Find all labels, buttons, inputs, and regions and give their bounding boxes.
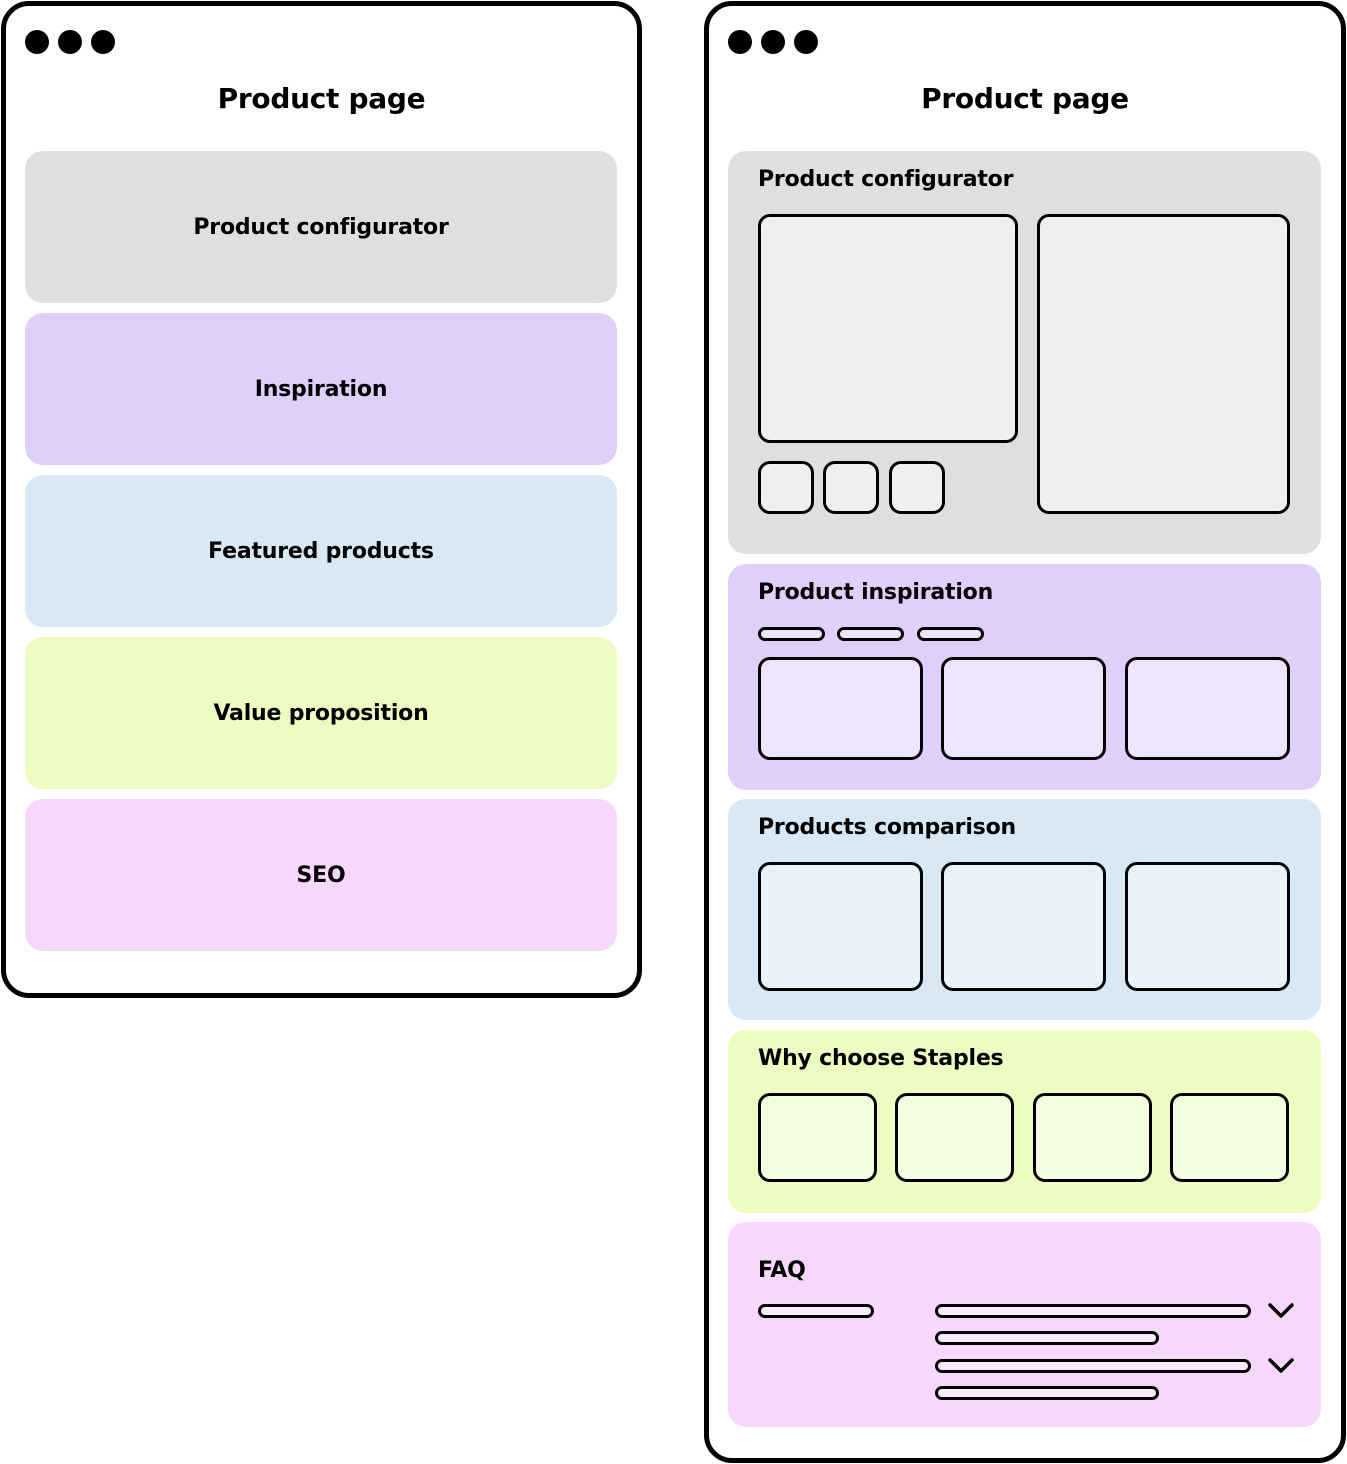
section-label: Featured products: [208, 538, 434, 564]
section-title: Products comparison: [758, 815, 1016, 840]
value-card-placeholder: [1033, 1093, 1152, 1182]
section-product-inspiration: Product inspiration: [728, 564, 1321, 790]
section-featured-products: Featured products: [25, 475, 617, 627]
section-product-configurator: Product configurator: [25, 151, 617, 303]
window-control-dot-icon: [728, 30, 752, 54]
comparison-card-placeholder: [1125, 862, 1290, 991]
window-control-dot-icon: [91, 30, 115, 54]
section-label: Inspiration: [254, 376, 388, 402]
window-control-dot-icon: [794, 30, 818, 54]
section-label: Value proposition: [213, 700, 429, 726]
comparison-card-placeholder: [758, 862, 923, 991]
thumbnail-placeholder: [889, 461, 945, 514]
section-why-choose-staples: Why choose Staples: [728, 1030, 1321, 1213]
section-label: SEO: [296, 862, 346, 888]
section-title: FAQ: [758, 1258, 806, 1283]
section-title: Product inspiration: [758, 580, 994, 605]
section-title: Why choose Staples: [758, 1046, 1004, 1071]
window-control-dot-icon: [25, 30, 49, 54]
section-label: Product configurator: [193, 214, 449, 240]
section-inspiration: Inspiration: [25, 313, 617, 465]
comparison-card-placeholder: [941, 862, 1106, 991]
thumbnail-placeholder: [823, 461, 879, 514]
window-title: Product page: [921, 82, 1129, 115]
faq-heading-placeholder: [758, 1304, 874, 1318]
window-product-page-detailed: Product page Product configurator Produc…: [704, 1, 1346, 1463]
section-faq: FAQ: [728, 1222, 1321, 1427]
section-products-comparison: Products comparison: [728, 799, 1321, 1020]
section-value-proposition: Value proposition: [25, 637, 617, 789]
filter-tab-placeholder: [917, 627, 984, 641]
value-card-placeholder: [895, 1093, 1014, 1182]
faq-question-placeholder[interactable]: [935, 1359, 1251, 1373]
section-title: Product configurator: [758, 167, 1014, 192]
value-card-placeholder: [758, 1093, 877, 1182]
faq-question-placeholder[interactable]: [935, 1304, 1251, 1318]
faq-answer-placeholder: [935, 1331, 1159, 1345]
window-control-dot-icon: [58, 30, 82, 54]
main-image-placeholder: [758, 214, 1018, 443]
window-product-page-overview: Product page Product configurator Inspir…: [1, 1, 642, 998]
chevron-down-icon[interactable]: [1266, 1356, 1296, 1376]
chevron-down-icon[interactable]: [1266, 1301, 1296, 1321]
section-seo: SEO: [25, 799, 617, 951]
faq-answer-placeholder: [935, 1386, 1159, 1400]
options-panel-placeholder: [1037, 214, 1290, 514]
window-control-dot-icon: [761, 30, 785, 54]
inspiration-card-placeholder: [1125, 657, 1290, 760]
window-title: Product page: [217, 82, 426, 115]
section-product-configurator: Product configurator: [728, 151, 1321, 554]
inspiration-card-placeholder: [941, 657, 1106, 760]
filter-tab-placeholder: [837, 627, 904, 641]
value-card-placeholder: [1170, 1093, 1289, 1182]
filter-tab-placeholder: [758, 627, 825, 641]
thumbnail-placeholder: [758, 461, 814, 514]
inspiration-card-placeholder: [758, 657, 923, 760]
